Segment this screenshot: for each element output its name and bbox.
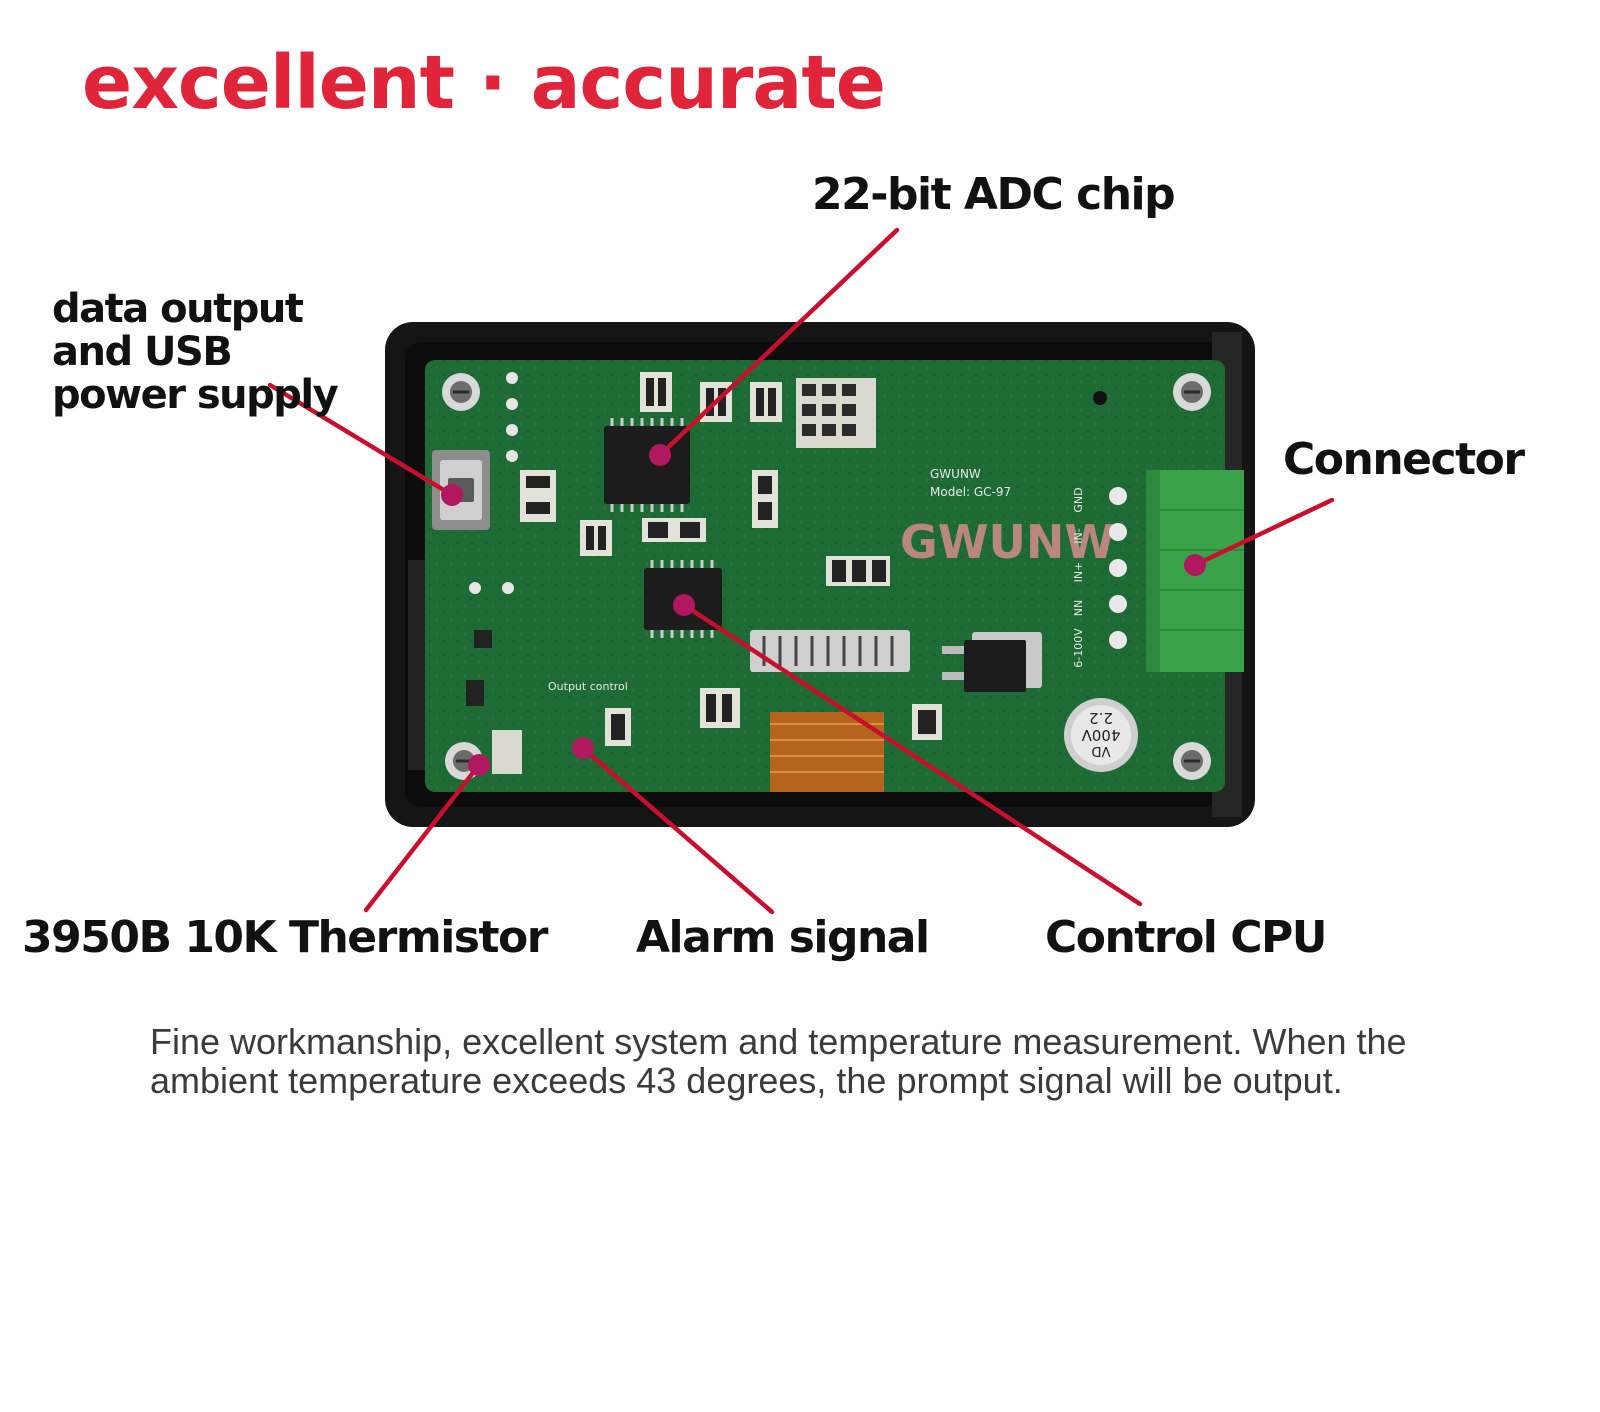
pointer-dot-thermistor bbox=[468, 754, 490, 776]
description: Fine workmanship, excellent system and t… bbox=[150, 1021, 1407, 1101]
leader-lines bbox=[267, 227, 1335, 915]
terminal-label: IN+ bbox=[1072, 562, 1085, 583]
screw-icon bbox=[442, 373, 480, 411]
capacitor-label: 400V bbox=[1081, 726, 1121, 744]
capacitor-label: VD bbox=[1092, 743, 1111, 758]
pointer-dot-cpu bbox=[673, 594, 695, 616]
leader-line-connector bbox=[1192, 497, 1335, 568]
header-pins bbox=[469, 372, 1107, 594]
callout-adc-chip: 22-bit ADC chip bbox=[812, 169, 1176, 220]
callout-thermistor: 3950B 10K Thermistor bbox=[22, 912, 548, 963]
case-left-slot bbox=[408, 560, 426, 770]
board-brand-watermark: GWUNW bbox=[900, 515, 1115, 569]
leader-line-thermistor bbox=[363, 762, 482, 913]
pointer-dot-alarm bbox=[572, 737, 594, 759]
board-maker: GWUNW bbox=[930, 467, 981, 481]
pointer-dot-usb bbox=[441, 484, 463, 506]
callout-usb-power: data output and USB power supply bbox=[52, 286, 339, 418]
pointer-dot-connector bbox=[1184, 554, 1206, 576]
pointer-dot-adc bbox=[649, 444, 671, 466]
leader-line-cpu bbox=[681, 602, 1143, 907]
board-model: Model: GC-97 bbox=[930, 485, 1011, 499]
capacitor-label: 2.2 bbox=[1089, 709, 1113, 727]
screw-icon bbox=[1173, 373, 1211, 411]
output-control-label: Output control bbox=[548, 680, 628, 693]
pointer-dots bbox=[441, 444, 1206, 776]
callout-alarm-signal: Alarm signal bbox=[636, 912, 930, 963]
leader-line-usb bbox=[267, 382, 455, 498]
capacitor: 2.2 400V VD bbox=[1064, 698, 1138, 772]
terminal-label: NN bbox=[1072, 600, 1085, 616]
terminal-label: GND bbox=[1072, 487, 1085, 512]
voltage-regulator bbox=[942, 632, 1042, 692]
headline: excellent · accurate bbox=[82, 40, 886, 126]
leader-line-adc bbox=[657, 227, 900, 458]
screw-icon bbox=[1173, 742, 1211, 780]
callout-control-cpu: Control CPU bbox=[1045, 912, 1327, 963]
terminal-label: IN- bbox=[1072, 528, 1085, 543]
leader-line-alarm bbox=[580, 745, 775, 915]
adc-chip bbox=[604, 418, 690, 512]
terminal-label: 6-100V bbox=[1072, 628, 1085, 668]
callout-connector: Connector bbox=[1283, 434, 1525, 485]
